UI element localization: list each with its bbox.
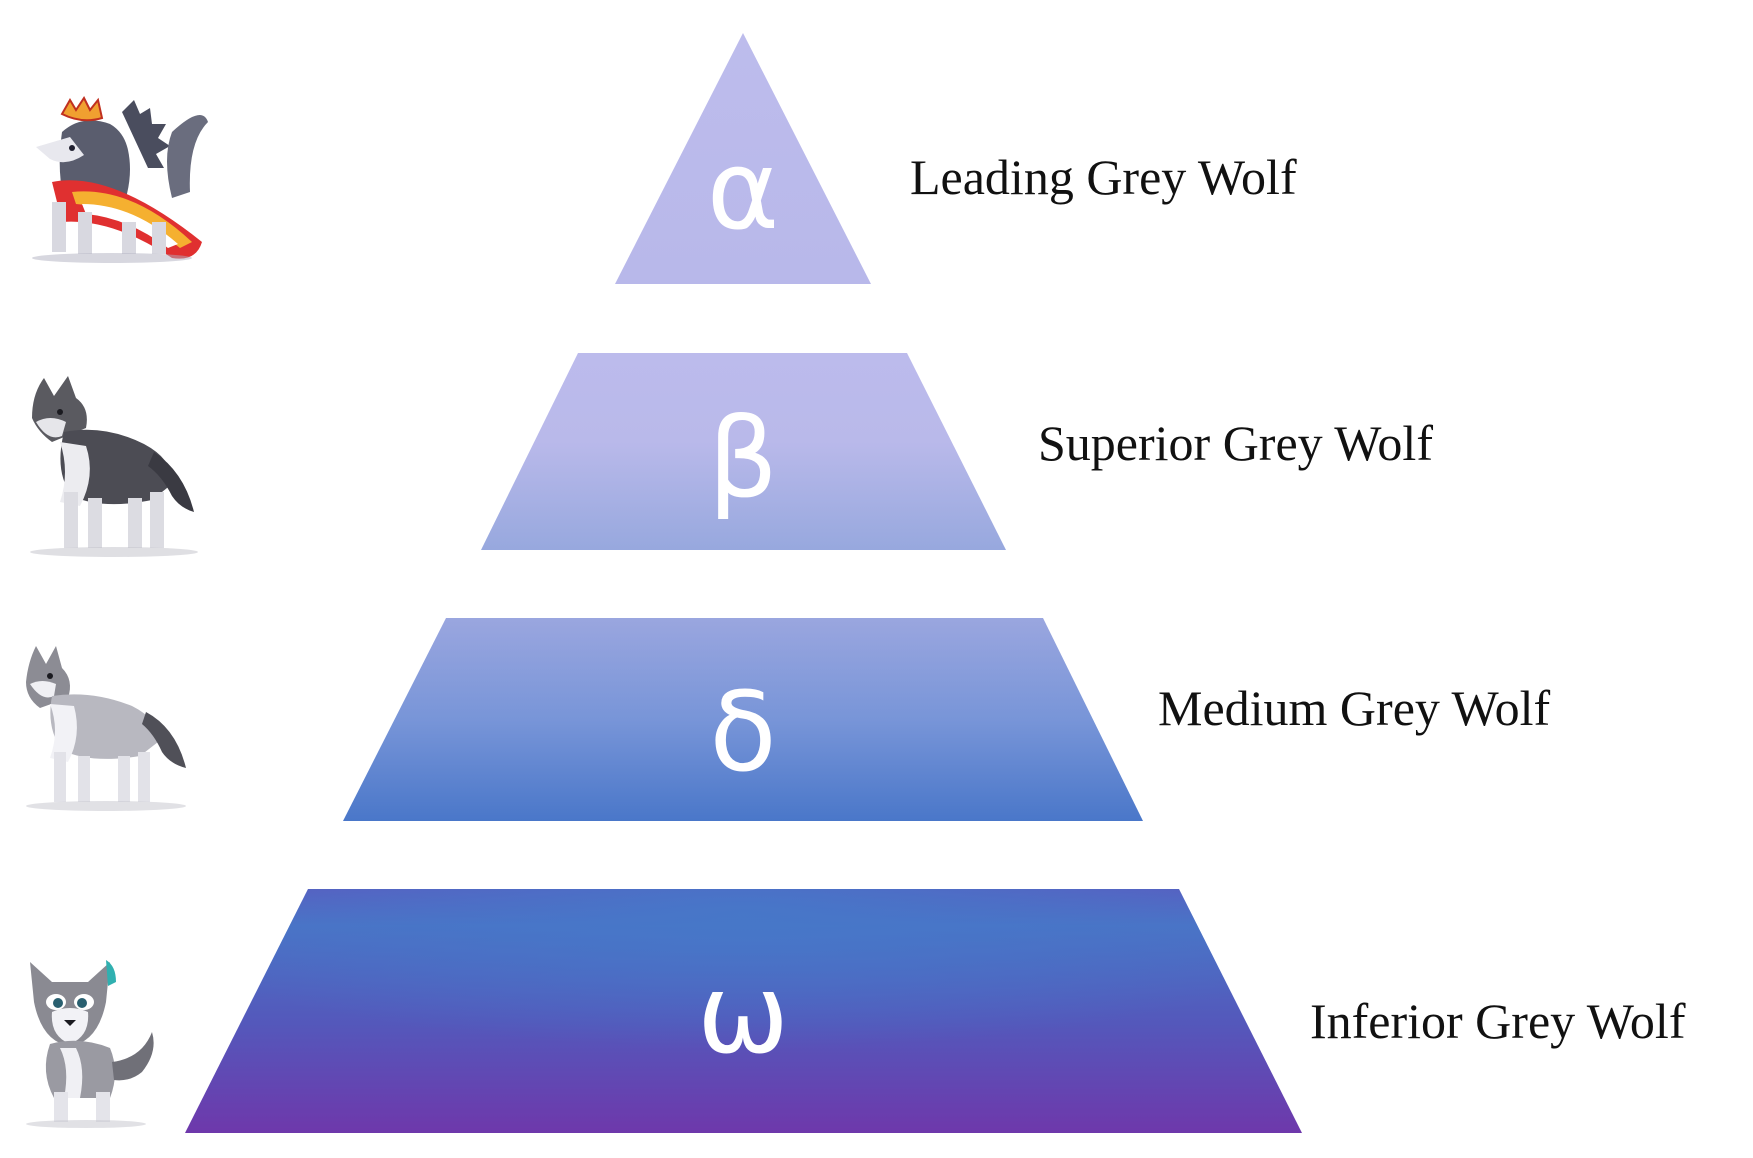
tier-label-omega: Inferior Grey Wolf	[1310, 993, 1686, 1049]
tier-symbol-omega: ω	[697, 950, 789, 1078]
light-grey-wolf-icon	[26, 646, 186, 811]
tier-label-alpha: Leading Grey Wolf	[910, 149, 1297, 205]
pyramid-tier-delta	[343, 618, 1143, 821]
pyramid-tier-omega-highlight	[185, 889, 1302, 1133]
tier-label-delta: Medium Grey Wolf	[1158, 680, 1551, 736]
tier-label-beta: Superior Grey Wolf	[1038, 415, 1433, 471]
wolf-pup-icon	[26, 960, 154, 1128]
pyramid-tier-beta	[481, 353, 1006, 550]
tier-symbol-beta: β	[708, 394, 778, 522]
tier-symbol-alpha: α	[707, 126, 780, 254]
pyramid-tier-alpha	[615, 33, 871, 284]
dark-grey-wolf-icon	[30, 376, 198, 557]
tier-symbol-delta: δ	[709, 668, 776, 796]
crowned-wolf-icon	[32, 96, 208, 263]
